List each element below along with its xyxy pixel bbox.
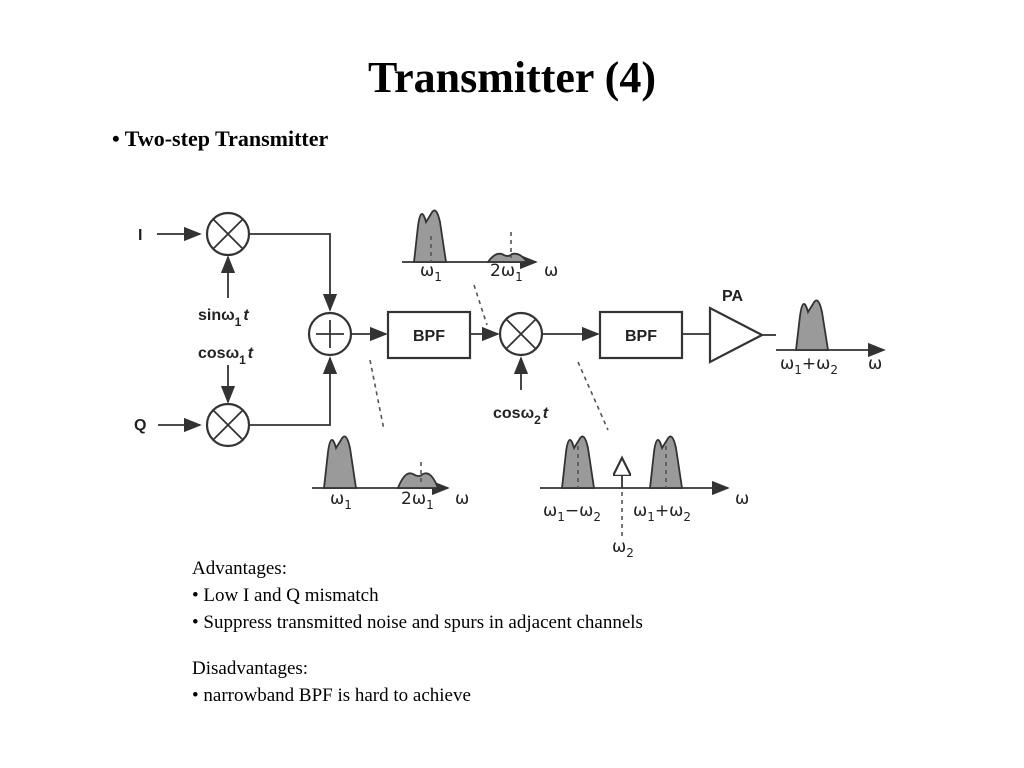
spectrum-adder-output: ω1 2ω1 ω [312, 435, 469, 512]
pa-label: PA [722, 288, 743, 305]
mixer-i-to-adder-wire [249, 233, 338, 312]
input-q-label: Q [134, 417, 146, 434]
mixer-i-icon [205, 211, 251, 257]
spectrum-pa-output: ω1+ω2 ω [776, 299, 886, 377]
notes-block: Advantages: • Low I and Q mismatch • Sup… [192, 555, 643, 709]
advantage-item-1: • Low I and Q mismatch [192, 585, 379, 606]
mixer-q-icon [205, 402, 251, 448]
input-i-label: I [138, 227, 142, 244]
pointer-spec1 [473, 284, 488, 326]
spec3-diff-label: ω1−ω2 [543, 501, 601, 524]
mixer-2-icon [498, 311, 544, 357]
bpf1-block [386, 310, 472, 360]
disadvantage-item-1: • narrowband BPF is hard to achieve [192, 685, 471, 706]
spectrum-mixer2-output: ω1−ω2 ω1+ω2 ω2 ω [540, 435, 749, 560]
bpf2-block [598, 310, 684, 360]
pa-amplifier-icon [708, 306, 765, 364]
advantages-heading: Advantages: [192, 558, 287, 579]
advantage-item-2: • Suppress transmitted noise and spurs i… [192, 612, 643, 633]
spec3-sum-label: ω1+ω2 [633, 501, 691, 524]
spec2-2omega1-label: 2ω1 [401, 489, 434, 512]
bullet-two-step-transmitter: • Two-step Transmitter [112, 126, 329, 151]
spec4-sum-label: ω1+ω2 [780, 354, 838, 377]
pointer-spec2 [369, 359, 385, 431]
spec3-omega2-label: ω2 [612, 537, 634, 560]
spec2-axis-omega-label: ω [455, 489, 469, 509]
mixer-q-to-adder-wire [249, 356, 338, 426]
spec4-axis-omega-label: ω [868, 354, 882, 374]
spec3-axis-omega-label: ω [735, 489, 749, 509]
spec1-omega1-label: ω1 [420, 261, 442, 284]
spec2-omega1-label: ω1 [330, 489, 352, 512]
adder-icon [307, 311, 353, 357]
spec1-axis-omega-label: ω [544, 261, 558, 281]
bpf1-label: BPF [413, 328, 445, 345]
pointer-spec3 [577, 361, 609, 431]
spectrum-bpf1-output: ω1 2ω1 ω [402, 209, 558, 284]
spec1-2omega1-label: 2ω1 [490, 261, 523, 284]
slide-title: Transmitter (4) [368, 53, 656, 102]
disadvantages-heading: Disadvantages: [192, 658, 309, 679]
bpf2-label: BPF [625, 328, 657, 345]
